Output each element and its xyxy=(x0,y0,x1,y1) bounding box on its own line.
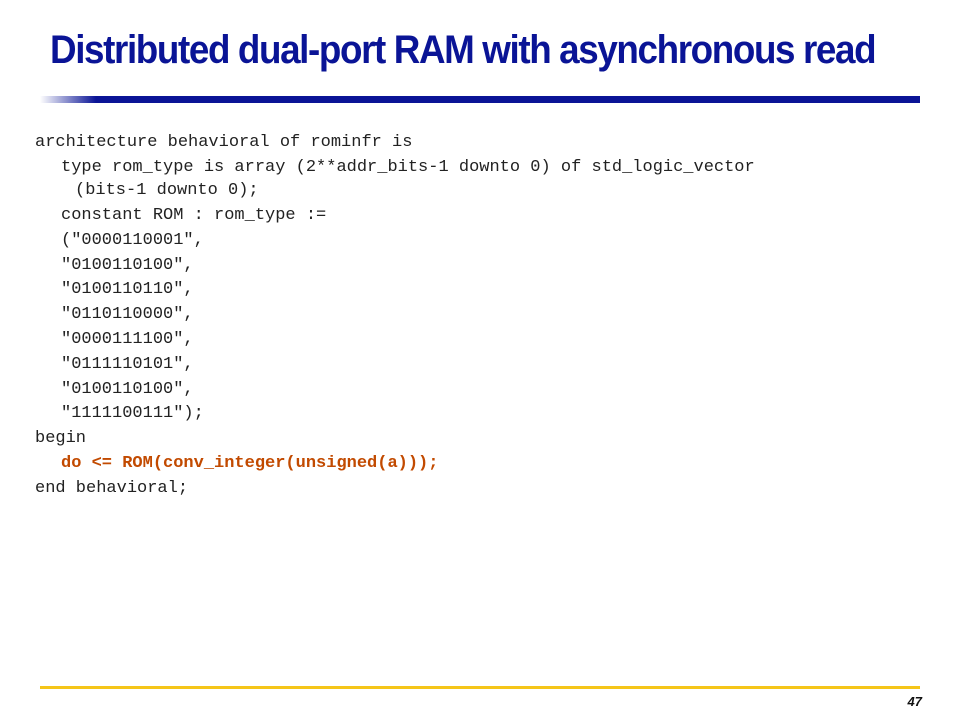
code-line-type-part2: (bits-1 downto 0); xyxy=(75,181,259,201)
code-line-begin: begin xyxy=(35,429,87,449)
code-line-rom-0: ("0000110001", xyxy=(61,230,204,250)
code-line-rom-3: "0110110000", xyxy=(61,305,194,325)
slide-title: Distributed dual-port RAM with asynchron… xyxy=(50,28,877,72)
code-line-rom-4: "0000111100", xyxy=(61,329,194,349)
title-underline xyxy=(40,96,920,103)
code-line-rom-5: "0111110101", xyxy=(61,354,194,374)
code-line-end: end behavioral; xyxy=(35,478,189,498)
code-line-type: type rom_type is array (2**addr_bits-1 d… xyxy=(35,156,935,203)
code-block: architecture behavioral of rominfr is ty… xyxy=(35,131,935,502)
code-line-type-part1: type rom_type is array (2**addr_bits-1 d… xyxy=(61,157,755,177)
code-line-constant: constant ROM : rom_type := xyxy=(61,206,327,225)
code-line-architecture: architecture behavioral of rominfr is xyxy=(35,133,413,152)
footer-rule xyxy=(40,686,920,689)
code-line-rom-6: "0100110100", xyxy=(61,379,194,399)
code-line-assignment: do <= ROM(conv_integer(unsigned(a))); xyxy=(61,453,439,473)
page-number: 47 xyxy=(907,694,922,709)
title-underline-fade xyxy=(40,96,96,103)
code-line-rom-7: "1111100111"); xyxy=(61,404,204,424)
code-line-rom-2: "0100110110", xyxy=(61,280,194,300)
code-line-rom-1: "0100110100", xyxy=(61,255,194,275)
